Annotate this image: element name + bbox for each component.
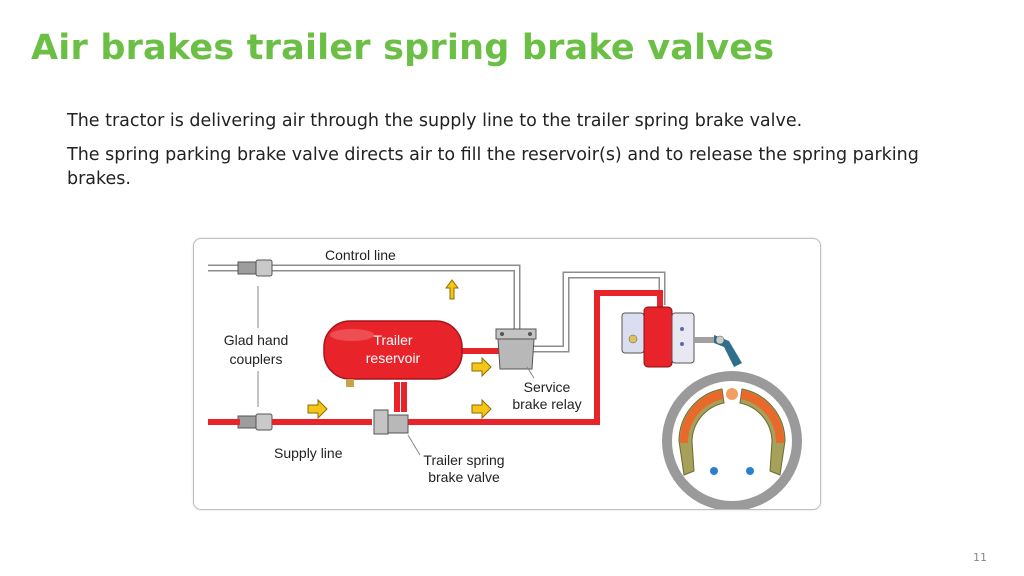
service-relay-label-line2: brake relay xyxy=(512,396,581,412)
slide-title: Air brakes trailer spring brake valves xyxy=(31,28,775,68)
paragraph-spring-valve-directs-air: The spring parking brake valve directs a… xyxy=(67,145,919,189)
service-relay-label-line1: Service xyxy=(524,379,571,395)
supply-line-label: Supply line xyxy=(274,445,343,461)
air-brake-diagram-svg: Trailer reservoir xyxy=(208,247,802,511)
reservoir-label-line1: Trailer xyxy=(373,332,412,348)
glad-hand-label-line2: couplers xyxy=(230,351,283,367)
trailer-reservoir: Trailer reservoir xyxy=(323,320,463,387)
control-line-label: Control line xyxy=(325,247,396,263)
glad-hand-label-line1: Glad hand xyxy=(224,332,289,348)
trailer-spring-brake-valve xyxy=(373,409,409,435)
reservoir-label-line2: reservoir xyxy=(366,350,421,366)
air-brake-diagram: Trailer reservoir xyxy=(193,238,821,511)
service-brake-relay xyxy=(495,328,537,370)
control-line-pipe xyxy=(208,264,666,353)
brake-drum-icon xyxy=(662,371,802,511)
spring-valve-label-line2: brake valve xyxy=(428,469,500,485)
brake-chamber-icon xyxy=(621,306,742,368)
page-number: 11 xyxy=(973,551,987,564)
spring-valve-label-line1: Trailer spring xyxy=(423,452,504,468)
flow-arrow-icon xyxy=(307,279,492,420)
paragraph-tractor-delivering-air: The tractor is delivering air through th… xyxy=(67,111,803,131)
supply-line-pipe xyxy=(208,290,663,425)
